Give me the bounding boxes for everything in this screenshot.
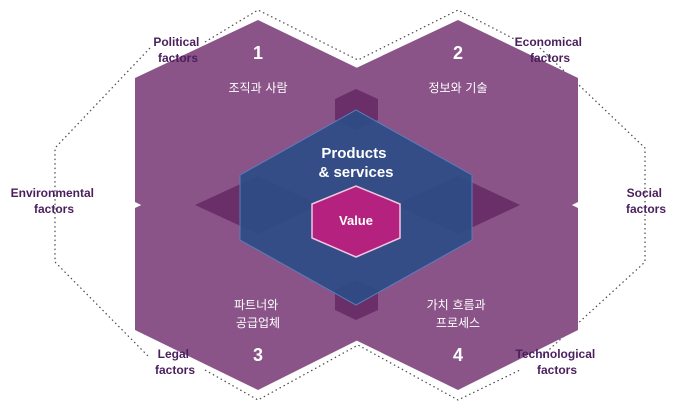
value-hexagon: [311, 185, 401, 258]
quadrant-3-label: 파트너와 공급업체: [234, 298, 282, 330]
factor-social: Social factors: [626, 186, 666, 216]
quadrant-1-label: 조직과 사람: [228, 81, 287, 95]
factor-technological: Technological factors: [515, 347, 598, 377]
factor-social-line1: Social: [627, 186, 662, 200]
products-services-line1: Products: [321, 145, 386, 162]
factor-technological-line1: Technological: [515, 347, 595, 361]
outer-dotted-outline-right: [539, 47, 646, 359]
products-services-line2: & services: [318, 164, 393, 181]
factor-legal-line2: factors: [155, 363, 195, 377]
quadrant-3-number: 3: [253, 345, 263, 365]
quadrant-3-label-line2: 공급업체: [236, 316, 280, 330]
outer-dotted-bottom: [204, 344, 521, 401]
quadrant-3-label-line1: 파트너와: [234, 298, 278, 312]
quadrant-4-label: 가치 흐름과 프로세스: [427, 298, 490, 330]
quadrant-4-number: 4: [453, 345, 463, 365]
factor-environmental: Environmental factors: [11, 186, 98, 216]
factor-economical-line2: factors: [530, 51, 570, 65]
factor-technological-line2: factors: [537, 363, 577, 377]
factor-political-line1: Political: [153, 35, 199, 49]
factor-political: Political factors: [153, 35, 202, 65]
factor-legal-line1: Legal: [158, 347, 189, 361]
factor-environmental-line2: factors: [34, 202, 74, 216]
outer-dotted-outline: [54, 47, 151, 359]
quadrant-4-label-line1: 가치 흐름과: [427, 298, 486, 312]
quadrant-2-label: 정보와 기술: [428, 81, 487, 95]
quadrant-4-label-line2: 프로세스: [436, 316, 480, 330]
quadrant-1-number: 1: [253, 43, 263, 63]
factor-political-line2: factors: [158, 51, 198, 65]
quadrant-2-number: 2: [453, 43, 463, 63]
outer-dotted-top: [204, 9, 521, 61]
factor-legal: Legal factors: [155, 347, 195, 377]
value-label: Value: [339, 213, 373, 228]
products-services-label: Products & services: [318, 145, 393, 181]
factor-economical: Economical factors: [515, 35, 586, 65]
factor-social-line2: factors: [626, 202, 666, 216]
factor-economical-line1: Economical: [515, 35, 582, 49]
factor-environmental-line1: Environmental: [11, 186, 94, 200]
